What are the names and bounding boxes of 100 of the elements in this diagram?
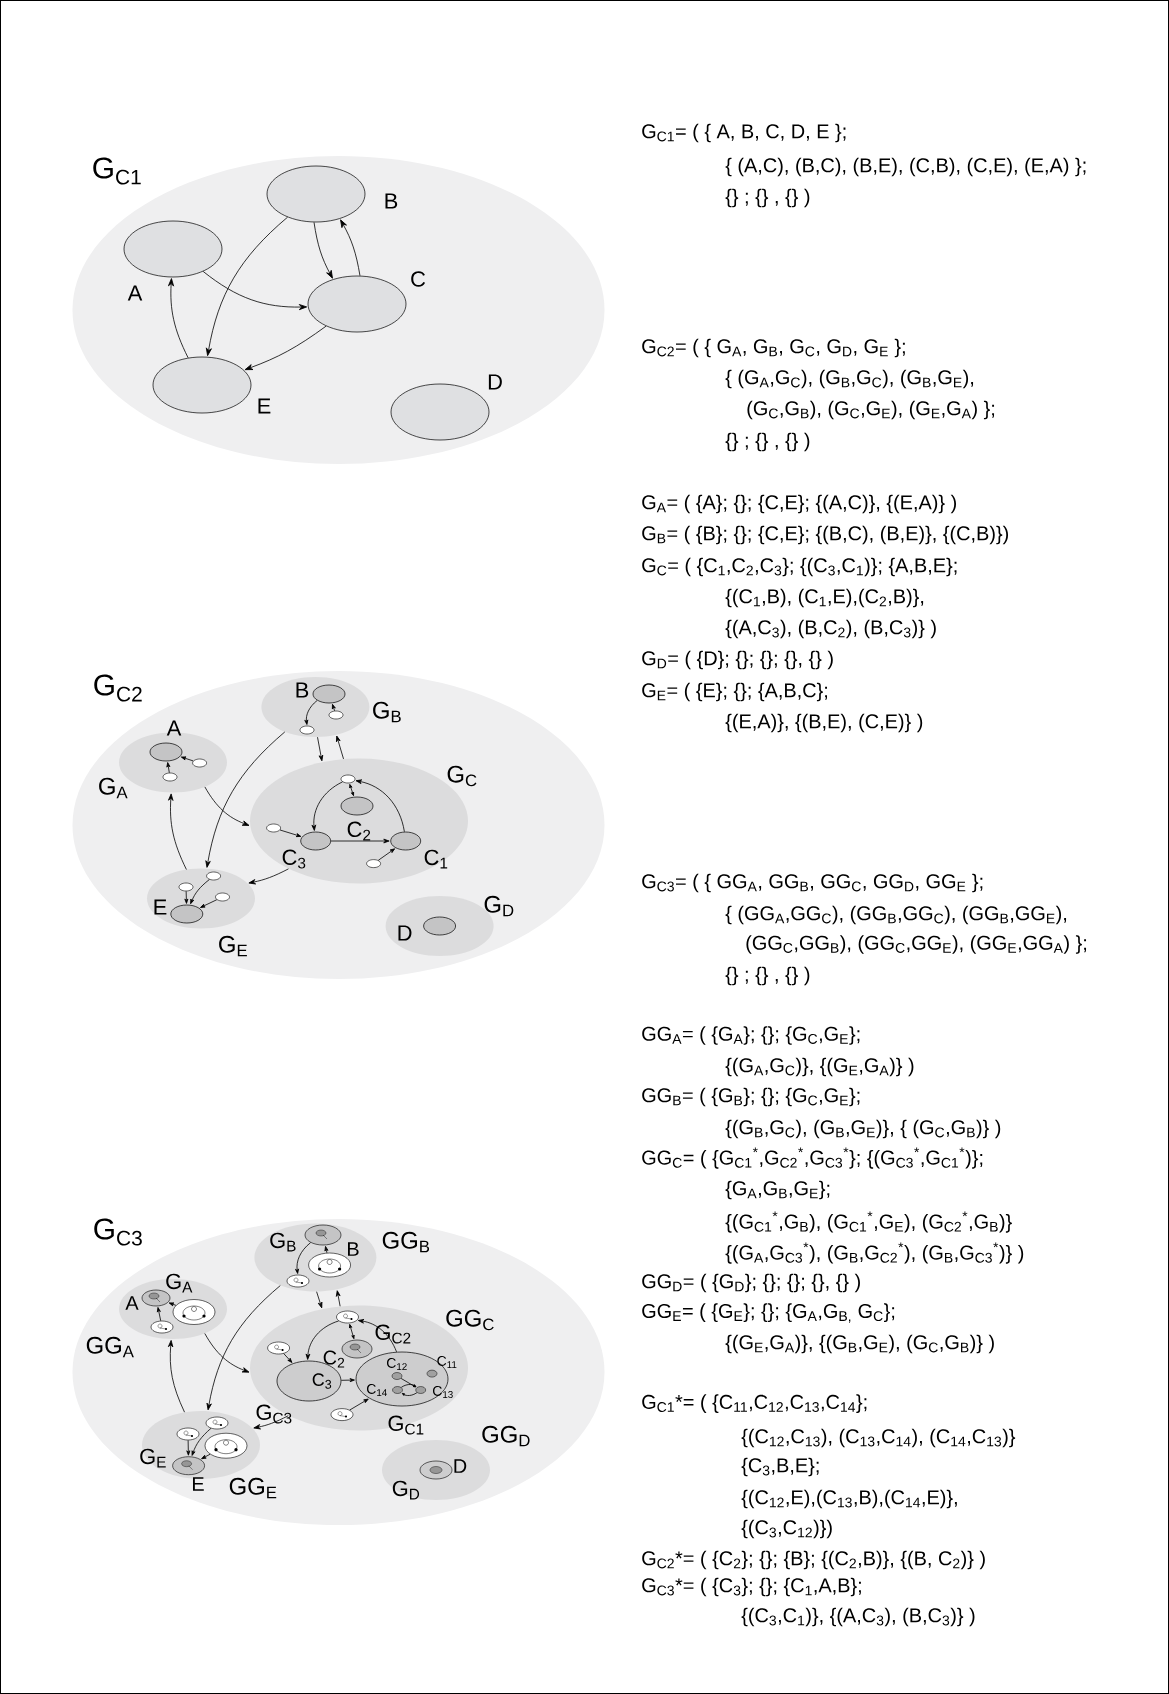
vertex-label: C$_{1}$: [424, 849, 448, 869]
formula-line: {(G$_{C1}$$^{*}$,G$_{B}$), (G$_{C1}$$^{*}$,G$_{E}$), (G$_{C2}$$^{*}$,G$_{B}$)}: [725, 1211, 1012, 1233]
arrow: [313, 221, 333, 279]
vertex-label: C$_{11}$: [437, 1356, 457, 1368]
arrow: [330, 838, 390, 844]
formula-line: {(C$_{1}$,B), (C$_{1}$,E),(C$_{2}$,B)},: [725, 588, 924, 608]
arrow: [349, 1324, 355, 1340]
arrow: [279, 829, 302, 837]
formula-line: {(G$_{E}$,G$_{A}$)}, {(G$_{B}$,G$_{E}$), (G$_{C}$,G$_{B}$)} ): [725, 1334, 994, 1354]
arrow: [340, 1378, 355, 1383]
arrow: [204, 786, 250, 826]
arrow: [166, 762, 171, 774]
arrow: [244, 325, 327, 371]
mini-graph-drawing: [205, 1416, 229, 1430]
arrow: [401, 1392, 418, 1396]
formula-line: {(C$_{3}$,C$_{1}$)}, {(A,C$_{3}$), (B,C$_{3}$)} ): [741, 1607, 975, 1627]
graph-label: C$_{3}$: [312, 1373, 332, 1389]
graph-label: G$_{E}$: [140, 1448, 166, 1468]
formula-line: { (GG$_{A}$,GG$_{C}$), (GG$_{B}$,GG$_{C}$), (GG$_{B}$,GG$_{E}$),: [725, 905, 1067, 925]
arrow: [349, 1398, 369, 1411]
arrow: [377, 848, 396, 861]
arrow: [355, 779, 405, 833]
formula-line: G$_{C3}$*= ( {C$_{3}$}; {}; {C$_{1}$,A,B};: [642, 1577, 861, 1597]
formula-line: GG$_{C}$= ( {G$_{C1}$$^{*}$,G$_{C2}$$^{*}$,G$_{C3}$$^{*}$}; {(G$_{C3}$$^{*}$,G$_{C1}$$^{*}$)};: [642, 1147, 983, 1169]
arrow: [311, 781, 343, 831]
arrow: [317, 736, 324, 762]
graph-label: G$_{D}$: [392, 1480, 420, 1500]
graph-label: G$_{B}$: [270, 1232, 296, 1252]
vertex-label: D: [488, 374, 502, 390]
vertex-label: D: [454, 1459, 467, 1473]
formula-line: (G$_{C}$,G$_{B}$), (G$_{C}$,G$_{E}$), (G$_{E}$,G$_{A}$) };: [747, 400, 995, 420]
cluster-label: GG$_{C}$: [446, 1309, 494, 1331]
vertex-label: E: [258, 398, 271, 414]
formula-line: {(A,C$_{3}$), (B,C$_{2}$), (B,C$_{3}$)} ): [725, 619, 936, 639]
formula-line: {(E,A)}, {(B,E), (C,E)} ): [725, 713, 923, 733]
formula-line: G$_{A}$= ( {A}; {}; {C,E}; {(A,C)}, {(E,A)} ): [642, 494, 956, 514]
arrow: [156, 1307, 162, 1322]
arrow: [400, 1384, 417, 1388]
cluster-label: G$_{A}$: [99, 777, 128, 799]
formula-line: G$_{D}$= ( {D}; {}; {}; {}, {} ): [642, 650, 833, 670]
arrow: [201, 1453, 211, 1460]
formula-line: GG$_{B}$= ( {G$_{B}$}; {}; {G$_{C}$,G$_{E}$};: [642, 1087, 860, 1107]
formula-line: {C$_{3}$,B,E};: [741, 1457, 819, 1477]
formula-line: G$_{C}$= ( {C$_{1}$,C$_{2}$,C$_{3}$}; {(C$_{3}$,C$_{1}$)}; {A,B,E};: [642, 557, 957, 577]
arrow: [205, 216, 288, 357]
graph-title: G$_{C3}$: [94, 1218, 142, 1246]
formula-line: G$_{B}$= ( {B}; {}; {C,E}; {(B,C), (B,E)}, {(C,B)}): [642, 525, 1009, 545]
formula-line: {(C$_{12}$,C$_{13}$), (C$_{13}$,C$_{14}$), (C$_{14}$,C$_{13}$)}: [741, 1428, 1016, 1448]
cluster-label: G$_{E}$: [219, 935, 247, 957]
arrow: [283, 1353, 293, 1363]
arrow: [336, 735, 344, 760]
arrow: [305, 1320, 340, 1360]
formula-line: {} ; {} , {} ): [725, 432, 810, 452]
vertex-label: C$_{14}$: [367, 1384, 387, 1396]
arrow: [180, 756, 194, 762]
vertex-label: C$_{13}$: [433, 1386, 453, 1398]
formula-line: G$_{E}$= ( {E}; {}; {A,B,C};: [642, 682, 827, 702]
graph-title: G$_{C1}$: [93, 157, 141, 185]
arrow: [340, 219, 361, 277]
arrow: [204, 1333, 250, 1373]
arrow: [331, 703, 336, 712]
vertex-label: E: [154, 899, 167, 915]
arrow: [400, 1378, 416, 1388]
graph-label: G$_{A}$: [166, 1273, 193, 1293]
mini-graph-drawing: [286, 1274, 310, 1288]
arrow: [167, 1340, 185, 1413]
mini-graph-drawing: [150, 1320, 174, 1334]
arrow: [168, 1302, 177, 1307]
arrow: [248, 868, 289, 885]
vertex-label: C$_{12}$: [387, 1358, 407, 1370]
graph-title: G$_{C2}$: [94, 674, 142, 702]
vertex-label: B: [348, 1242, 359, 1256]
formula-line: (GG$_{C}$,GG$_{B}$), (GG$_{C}$,GG$_{E}$), (GG$_{E}$,GG$_{A}$) };: [746, 935, 1086, 954]
formula-line: G$_{C3}$= ( { GG$_{A}$, GG$_{B}$, GG$_{C}$, GG$_{D}$, GG$_{E}$ };: [642, 873, 983, 893]
mini-graph-drawing: [204, 1432, 248, 1459]
cluster-label: G$_{D}$: [484, 895, 514, 917]
arrow: [186, 1439, 191, 1456]
arrow: [190, 879, 210, 905]
vertex-label: G$_{C2}$: [375, 1324, 411, 1344]
arrow: [168, 793, 187, 870]
formula-line: G$_{C2}$= ( { G$_{A}$, G$_{B}$, G$_{C}$, G$_{D}$, G$_{E}$ };: [642, 338, 905, 358]
formula-line: { (G$_{A}$,G$_{C}$), (G$_{B}$,G$_{C}$), (G$_{B}$,G$_{E}$),: [725, 369, 974, 389]
vertex-label: E: [193, 1477, 204, 1491]
cluster-label: GG$_{B}$: [382, 1231, 430, 1253]
vertex-label: C$_{2}$: [347, 821, 371, 841]
formula-line: {(C$_{3}$,C$_{12}$)}): [741, 1519, 832, 1539]
cluster-label: G$_{C3}$: [256, 1404, 292, 1424]
formula-line: G$_{C1}$= ( { A, B, C, D, E };: [642, 123, 846, 143]
vertex-label: C: [411, 271, 426, 287]
formula-line: {(G$_{A}$,G$_{C}$)}, {(G$_{E}$,G$_{A}$)} ): [725, 1057, 914, 1077]
vertex-label: D: [398, 925, 412, 941]
arrow: [349, 784, 354, 797]
cluster-label: GG$_{A}$: [86, 1336, 134, 1358]
cluster-label: G$_{B}$: [373, 701, 401, 723]
cluster-label: G$_{C}$: [447, 765, 477, 787]
vertex-label: B: [385, 193, 398, 209]
mini-graph-drawing: [267, 1341, 290, 1355]
arrow: [168, 278, 189, 359]
arrow: [295, 1242, 311, 1274]
arrow: [357, 1319, 397, 1353]
